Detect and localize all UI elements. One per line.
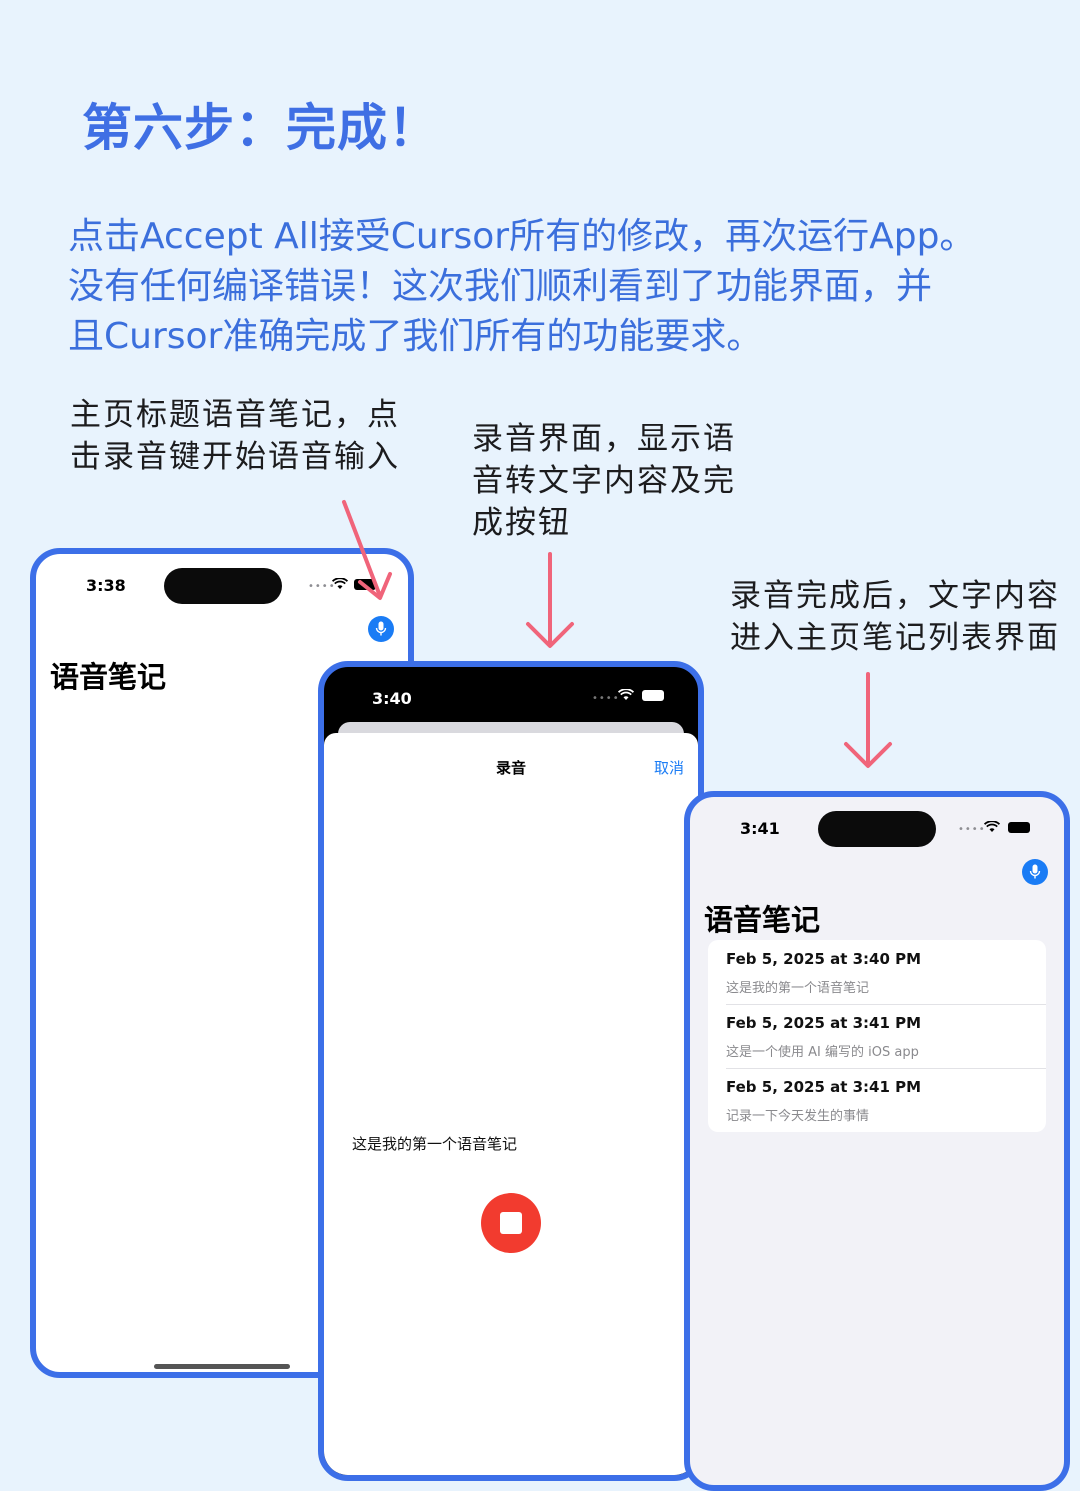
notes-list: Feb 5, 2025 at 3:40 PM 这是我的第一个语音笔记 Feb 5… (708, 940, 1046, 1132)
intro-line: 点击Accept All接受Cursor所有的修改，再次运行App。 (68, 216, 976, 257)
intro-line: 没有任何编译错误！这次我们顺利看到了功能界面，并 (68, 266, 933, 307)
arrow-to-recording-icon (526, 552, 574, 648)
cancel-button[interactable]: 取消 (653, 759, 684, 777)
home-indicator (154, 1364, 290, 1369)
signal-icon: •••• (592, 693, 620, 704)
phone-recording-screen: 3:40 •••• 录音 取消 这是我的第一个语音笔记 (318, 661, 704, 1481)
note-date: Feb 5, 2025 at 3:40 PM (726, 950, 922, 968)
dynamic-island (818, 811, 936, 847)
status-time: 3:38 (86, 576, 126, 595)
microphone-icon (1029, 864, 1041, 879)
status-bar: 3:40 •••• (324, 667, 698, 727)
transcript-text: 这是我的第一个语音笔记 (352, 1135, 518, 1153)
status-time: 3:40 (372, 689, 412, 708)
list-item[interactable]: Feb 5, 2025 at 3:41 PM 记录一下今天发生的事情 (708, 1068, 1046, 1132)
note-text: 这是我的第一个语音笔记 (726, 981, 870, 996)
phone-notes-list-screen: 3:41 •••• 语音笔记 Feb 5, 2025 at 3:40 PM 这是… (684, 791, 1070, 1491)
stop-recording-button[interactable] (481, 1193, 541, 1253)
note-text: 这是一个使用 AI 编写的 iOS app (726, 1045, 919, 1060)
note-date: Feb 5, 2025 at 3:41 PM (726, 1078, 922, 1096)
battery-icon (642, 690, 664, 701)
nav-title: 语音笔记 (704, 903, 821, 937)
intro-line: 且Cursor准确完成了我们所有的功能要求。 (68, 316, 763, 357)
caption-line: 击录音键开始语音输入 (70, 439, 400, 475)
record-mic-button[interactable] (368, 616, 394, 642)
caption-line: 进入主页笔记列表界面 (730, 620, 1060, 656)
caption-line: 主页标题语音笔记，点 (70, 397, 400, 433)
record-mic-button[interactable] (1022, 859, 1048, 885)
caption-line: 音转文字内容及完 (472, 463, 736, 499)
note-text: 记录一下今天发生的事情 (726, 1109, 870, 1124)
wifi-icon (618, 689, 634, 700)
caption-home: 主页标题语音笔记，点 击录音键开始语音输入 (70, 394, 400, 478)
sheet-title: 录音 (495, 759, 526, 777)
recording-sheet: 录音 取消 这是我的第一个语音笔记 (324, 733, 698, 1475)
wifi-icon (332, 578, 348, 589)
note-date: Feb 5, 2025 at 3:41 PM (726, 1014, 922, 1032)
caption-list: 录音完成后，文字内容 进入主页笔记列表界面 (730, 575, 1060, 659)
list-item[interactable]: Feb 5, 2025 at 3:40 PM 这是我的第一个语音笔记 (708, 940, 1046, 1004)
signal-icon: •••• (308, 581, 336, 592)
caption-line: 成按钮 (472, 505, 571, 541)
arrow-to-list-icon (844, 672, 892, 768)
microphone-icon (375, 621, 387, 636)
caption-line: 录音完成后，文字内容 (730, 578, 1060, 614)
dynamic-island (164, 568, 282, 604)
nav-title: 语音笔记 (50, 660, 167, 694)
page-title: 第六步：完成！ (82, 99, 439, 157)
list-item[interactable]: Feb 5, 2025 at 3:41 PM 这是一个使用 AI 编写的 iOS… (708, 1004, 1046, 1068)
intro-text: 点击Accept All接受Cursor所有的修改，再次运行App。 没有任何编… (68, 212, 1028, 362)
wifi-icon (984, 821, 1000, 832)
caption-recording: 录音界面，显示语 音转文字内容及完 成按钮 (472, 418, 736, 544)
arrow-to-mic-icon (342, 500, 392, 600)
caption-line: 录音界面，显示语 (472, 421, 736, 457)
status-bar: 3:41 •••• (690, 797, 1064, 857)
battery-icon (1008, 822, 1030, 833)
stop-icon (500, 1212, 522, 1234)
signal-icon: •••• (958, 824, 986, 835)
status-time: 3:41 (740, 819, 780, 838)
